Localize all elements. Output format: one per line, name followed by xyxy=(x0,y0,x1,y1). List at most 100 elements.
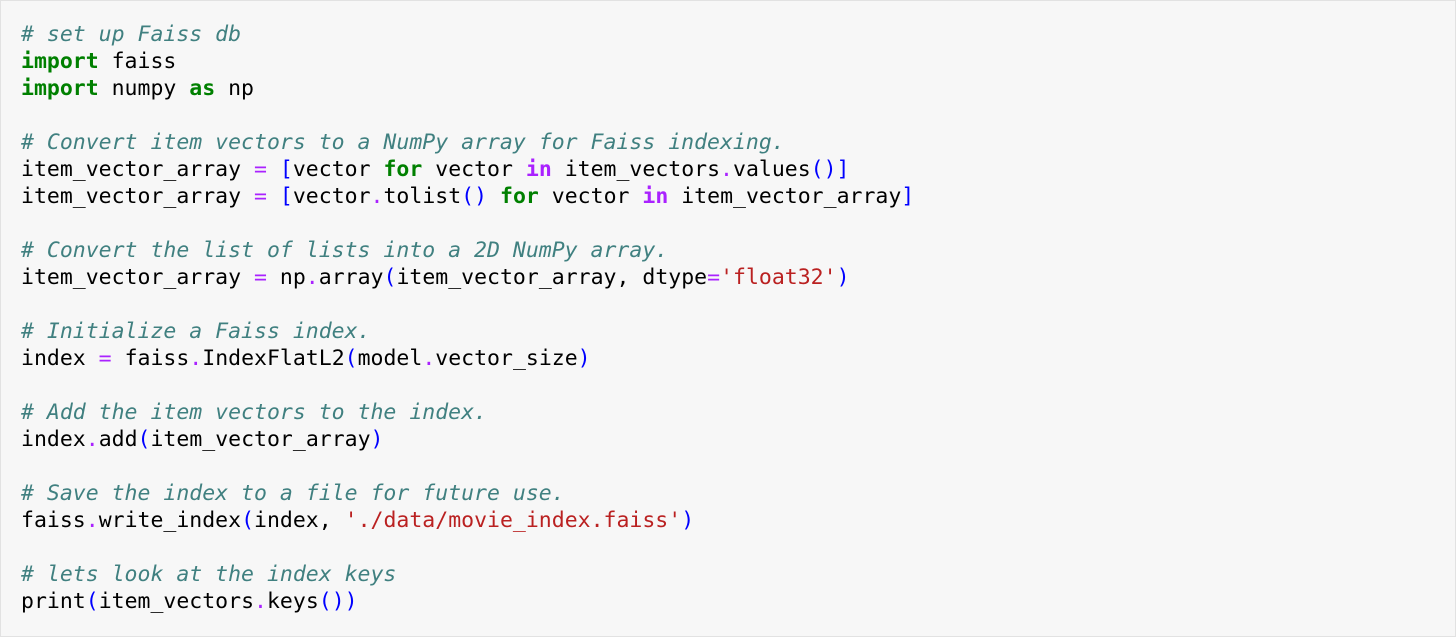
code-string: 'float32' xyxy=(720,265,837,290)
code-operator: = xyxy=(98,346,112,371)
code-line: item_vector_array = [vector for vector i… xyxy=(21,156,914,183)
code-text: vector_size xyxy=(435,346,578,371)
code-string: './data/movie_index.faiss' xyxy=(344,508,682,533)
code-punctuation: [ xyxy=(279,157,293,182)
code-line: # Convert the list of lists into a 2D Nu… xyxy=(21,237,914,264)
code-line: # Add the item vectors to the index. xyxy=(21,399,914,426)
blank-line xyxy=(21,534,914,561)
code-line: # Convert item vectors to a NumPy array … xyxy=(21,129,914,156)
code-text: faiss xyxy=(21,508,86,533)
code-text: np xyxy=(266,265,306,290)
blank-line xyxy=(21,210,914,237)
code-operator: . xyxy=(254,589,267,614)
code-text: faiss xyxy=(111,346,190,371)
code-punctuation: ( xyxy=(383,265,397,290)
code-punctuation: [ xyxy=(279,184,293,209)
code-text: write_index xyxy=(98,508,242,533)
code-line: # Initialize a Faiss index. xyxy=(21,318,914,345)
code-keyword: import xyxy=(21,76,99,101)
code-text: item_vector_array xyxy=(21,184,254,209)
code-operator-word: in xyxy=(642,184,669,209)
code-text: item_vector_array, dtype xyxy=(396,265,708,290)
blank-line xyxy=(21,453,914,480)
code-operator: = xyxy=(254,157,267,182)
code-operator: . xyxy=(720,157,733,182)
code-operator: = xyxy=(707,265,721,290)
code-text: keys xyxy=(266,589,319,614)
code-punctuation: ] xyxy=(901,184,915,209)
code-punctuation: ()] xyxy=(810,157,850,182)
code-punctuation: ( xyxy=(137,427,151,452)
code-line: import numpy as np xyxy=(21,75,914,102)
code-operator: . xyxy=(370,184,384,209)
code-operator: . xyxy=(189,346,203,371)
code-text: vector xyxy=(422,157,526,182)
code-punctuation: ( xyxy=(241,508,255,533)
code-operator: . xyxy=(305,265,319,290)
code-text: item_vector_array xyxy=(150,427,371,452)
code-text: item_vector_array xyxy=(21,157,254,182)
code-operator: = xyxy=(254,184,267,209)
code-operator: . xyxy=(85,508,99,533)
code-line: import faiss xyxy=(21,48,914,75)
code-punctuation: ( xyxy=(85,589,99,614)
code-keyword: for xyxy=(383,157,423,182)
code-keyword: for xyxy=(500,184,539,209)
code-line: print(item_vectors.keys()) xyxy=(21,588,914,615)
code-line: index.add(item_vector_array) xyxy=(21,426,914,453)
code-line: # Save the index to a file for future us… xyxy=(21,480,914,507)
code-punctuation: () xyxy=(461,184,488,209)
blank-line xyxy=(21,372,914,399)
code-text: tolist xyxy=(383,184,462,209)
code-punctuation: ( xyxy=(344,346,358,371)
code-line: faiss.write_index(index, './data/movie_i… xyxy=(21,507,914,534)
code-keyword: as xyxy=(189,76,216,101)
code-text: values xyxy=(733,157,811,182)
code-text: item_vectors xyxy=(98,589,255,614)
code-text: print xyxy=(21,589,86,614)
code-comment: # Save the index to a file for future us… xyxy=(21,481,565,506)
code-comment: # Initialize a Faiss index. xyxy=(21,319,371,344)
blank-line xyxy=(21,291,914,318)
code-text: index xyxy=(21,427,86,452)
code-operator: . xyxy=(85,427,99,452)
code-line: # set up Faiss db xyxy=(21,21,914,48)
code-text: faiss xyxy=(98,49,177,74)
code-text: vector xyxy=(538,184,643,209)
code-text: vector xyxy=(292,184,371,209)
code-line: index = faiss.IndexFlatL2(model.vector_s… xyxy=(21,345,914,372)
blank-line xyxy=(21,102,914,129)
code-text: IndexFlatL2 xyxy=(202,346,345,371)
code-text: item_vector_array xyxy=(668,184,902,209)
code-punctuation: ) xyxy=(836,265,850,290)
code-text: vector xyxy=(292,157,384,182)
code-punctuation: ) xyxy=(681,508,695,533)
code-comment: # Convert item vectors to a NumPy array … xyxy=(21,130,785,155)
code-text xyxy=(267,184,280,209)
code-text: numpy xyxy=(98,76,190,101)
code-comment: # Convert the list of lists into a 2D Nu… xyxy=(21,238,669,263)
code-operator: = xyxy=(254,265,267,290)
code-text: model xyxy=(357,346,423,371)
code-text: array xyxy=(318,265,384,290)
code-text: index xyxy=(21,346,99,371)
code-operator-word: in xyxy=(525,157,552,182)
code-line: # lets look at the index keys xyxy=(21,561,914,588)
code-comment: # Add the item vectors to the index. xyxy=(21,400,487,425)
code-text: index, xyxy=(254,508,345,533)
code-punctuation: ()) xyxy=(318,589,358,614)
code-text xyxy=(487,184,500,209)
code-line: item_vector_array = np.array(item_vector… xyxy=(21,264,914,291)
code-text: add xyxy=(98,427,138,452)
code-text xyxy=(267,157,280,182)
code-text: np xyxy=(215,76,255,101)
code-punctuation: ) xyxy=(577,346,591,371)
code-punctuation: ) xyxy=(370,427,384,452)
code-comment: # lets look at the index keys xyxy=(21,562,397,587)
code-text: item_vector_array xyxy=(21,265,254,290)
code-comment: # set up Faiss db xyxy=(21,22,242,47)
code-keyword: import xyxy=(21,49,99,74)
code-line: item_vector_array = [vector.tolist() for… xyxy=(21,183,914,210)
